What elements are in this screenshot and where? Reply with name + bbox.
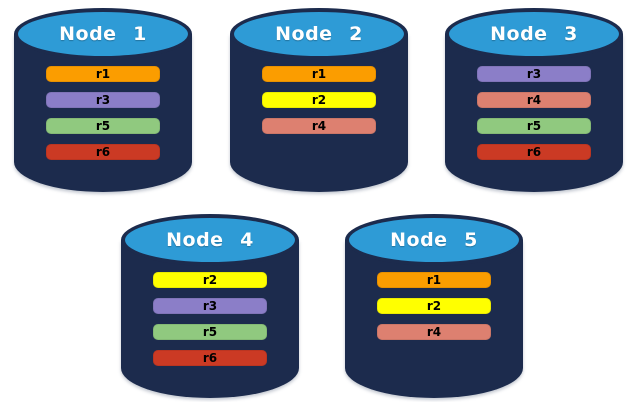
replica-bar: r2 <box>262 92 376 108</box>
node-title: Node 4 <box>166 229 254 251</box>
replica-list: r3 r4 r5 r6 <box>477 66 591 160</box>
cylinder-top: Node 3 <box>445 8 623 60</box>
replica-bar: r6 <box>153 350 267 366</box>
replica-bar: r4 <box>262 118 376 134</box>
node-title: Node 2 <box>275 23 363 45</box>
replica-bar: r2 <box>153 272 267 288</box>
replica-bar: r6 <box>46 144 160 160</box>
node-cylinder-1: Node 1 r1 r3 r5 r6 <box>14 8 192 192</box>
replica-bar: r5 <box>46 118 160 134</box>
replica-bar: r2 <box>377 298 491 314</box>
replica-bar: r1 <box>262 66 376 82</box>
replica-bar: r3 <box>477 66 591 82</box>
replica-list: r1 r2 r4 <box>262 66 376 134</box>
cylinder-top: Node 1 <box>14 8 192 60</box>
replica-list: r1 r3 r5 r6 <box>46 66 160 160</box>
cylinder-body <box>345 240 523 398</box>
replica-bar: r1 <box>46 66 160 82</box>
replica-bar: r6 <box>477 144 591 160</box>
node-cylinder-2: Node 2 r1 r2 r4 <box>230 8 408 192</box>
cylinder-body <box>121 240 299 398</box>
node-title: Node 5 <box>390 229 478 251</box>
node-cylinder-3: Node 3 r3 r4 r5 r6 <box>445 8 623 192</box>
replica-bar: r4 <box>377 324 491 340</box>
replica-list: r1 r2 r4 <box>377 272 491 340</box>
cylinder-top: Node 2 <box>230 8 408 60</box>
replica-list: r2 r3 r5 r6 <box>153 272 267 366</box>
node-title: Node 1 <box>59 23 147 45</box>
cylinder-top: Node 4 <box>121 214 299 266</box>
cylinder-body <box>230 34 408 192</box>
replica-bar: r5 <box>153 324 267 340</box>
node-cylinder-4: Node 4 r2 r3 r5 r6 <box>121 214 299 398</box>
cylinder-top: Node 5 <box>345 214 523 266</box>
replica-bar: r3 <box>153 298 267 314</box>
cylinder-body <box>445 34 623 192</box>
replica-bar: r5 <box>477 118 591 134</box>
replica-bar: r3 <box>46 92 160 108</box>
cylinder-body <box>14 34 192 192</box>
node-cylinder-5: Node 5 r1 r2 r4 <box>345 214 523 398</box>
node-title: Node 3 <box>490 23 578 45</box>
replica-bar: r4 <box>477 92 591 108</box>
replica-bar: r1 <box>377 272 491 288</box>
